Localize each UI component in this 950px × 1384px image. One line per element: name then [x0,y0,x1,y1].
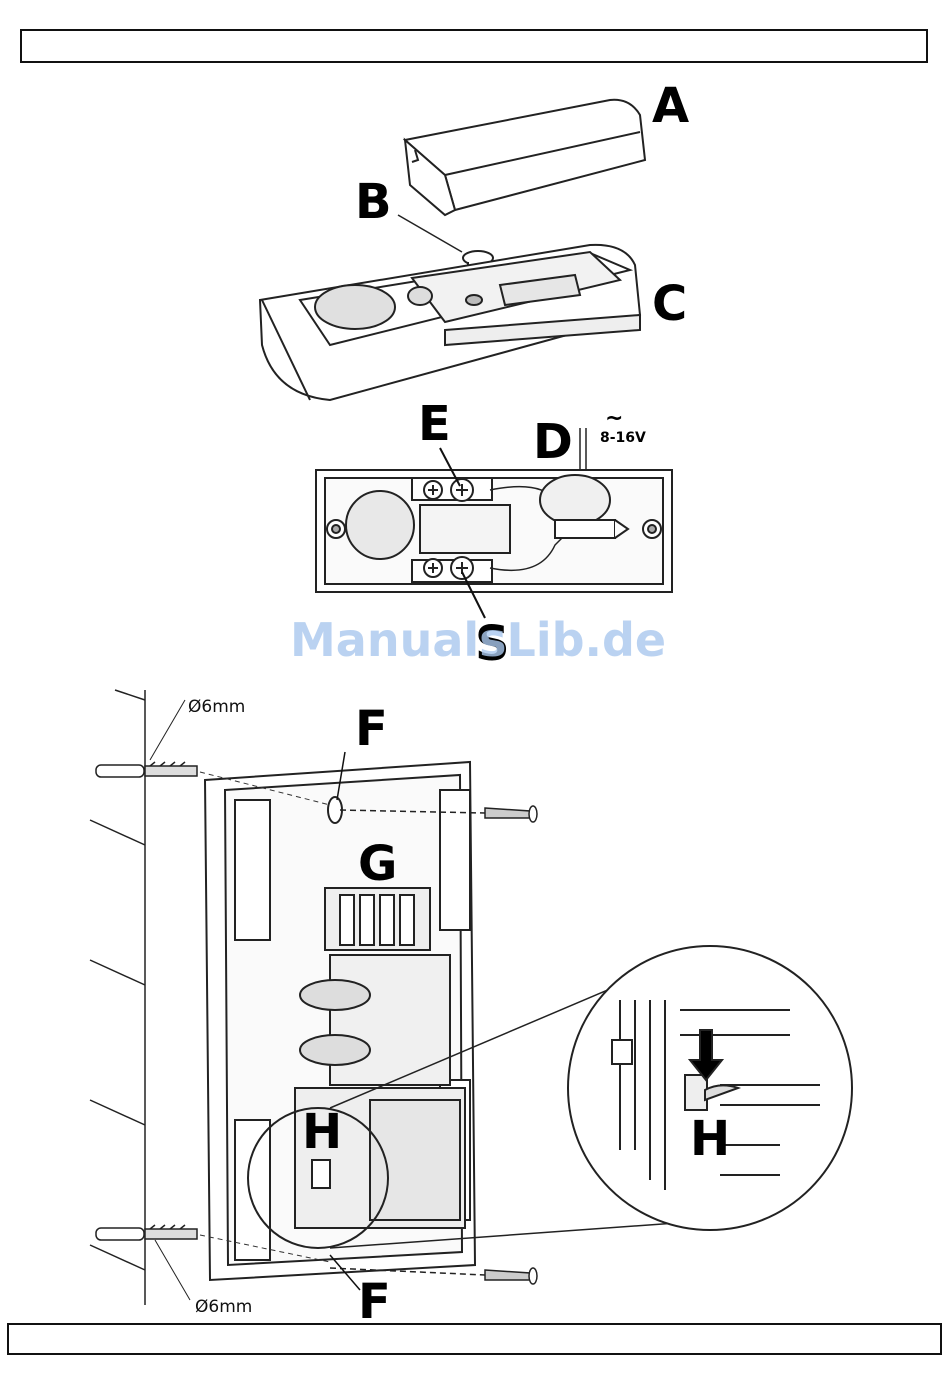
dimension-bottom-leader [155,1240,190,1300]
label-f-bottom: F [358,1274,391,1330]
dimension-top-leader [150,700,185,760]
wall-plug-top [96,762,197,777]
dimension-bottom: Ø6mm [195,1297,252,1317]
chime-housing [205,762,475,1280]
ac-symbol-icon: ~ [605,406,623,431]
label-g: G [358,836,397,892]
label-b: B [355,174,392,230]
wall-line [90,690,145,1305]
label-f-top: F [355,701,388,757]
label-d: D [533,414,573,470]
wall-plug-bottom [96,1225,197,1240]
label-e: E [418,396,451,452]
label-h-zoom: H [690,1111,730,1167]
base-part [260,245,640,400]
dimension-top: Ø6mm [188,697,245,717]
label-h-main: H [302,1104,342,1160]
voltage-label: 8-16V [600,430,646,446]
terminal-board [316,428,672,592]
label-c: C [652,276,687,332]
cover-part [405,100,645,215]
label-a: A [652,78,689,134]
watermark: ManualsLib.de [290,613,666,667]
